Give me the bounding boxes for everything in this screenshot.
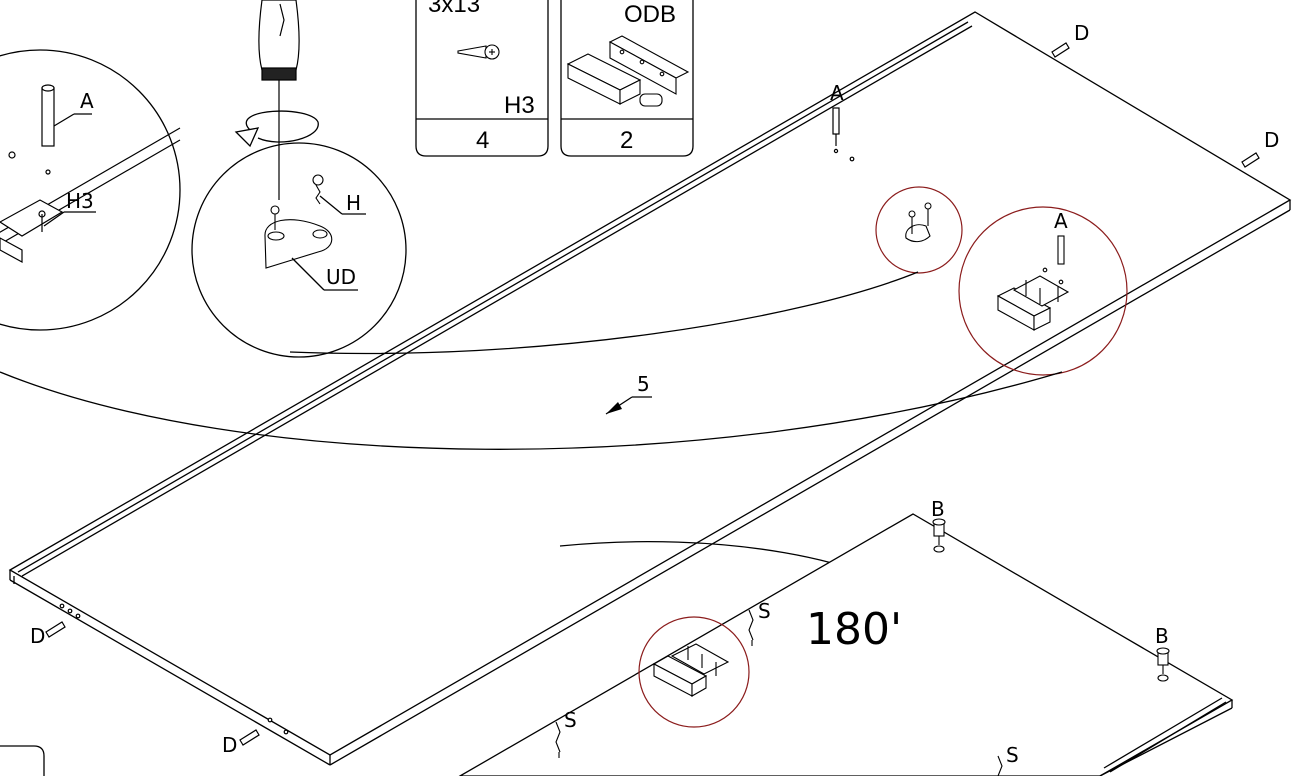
dowel-top-2-label: D xyxy=(1264,128,1279,152)
dowel-left-2: D xyxy=(222,717,289,757)
dowel-left-1: D xyxy=(30,603,81,648)
cam-lock-b-2-label: B xyxy=(1155,624,1169,648)
parts-card-screw-qty: 4 xyxy=(476,127,489,154)
cam-lock-b-1-label: B xyxy=(931,497,945,521)
callout-circle xyxy=(875,186,963,274)
pin-a-top-label: A xyxy=(830,81,844,105)
parts-card-screw: 3x13 H3 4 xyxy=(415,0,549,157)
detail-h-label: H xyxy=(346,191,361,215)
rotation-arrow-icon xyxy=(234,110,319,148)
dowel-top-1: D xyxy=(1051,21,1089,58)
dowel-top-1-label: D xyxy=(1074,21,1089,45)
panel-number-label: 5 xyxy=(637,372,650,396)
panel-number-callout: 5 xyxy=(605,372,652,415)
dowel-left-1-label: D xyxy=(30,624,45,648)
dowel-top-2: D xyxy=(1241,128,1279,168)
detail-left-h3-label: H3 xyxy=(66,189,94,213)
callout-damper-lower xyxy=(638,616,750,728)
damper-icon xyxy=(566,35,690,107)
screw-s-1-label: S xyxy=(758,599,771,623)
screwdriver-icon xyxy=(258,0,300,200)
callout-damper-large: A xyxy=(958,206,1128,376)
screw-s-2: S xyxy=(555,708,577,758)
parts-card-damper-qty: 2 xyxy=(620,127,633,154)
callout-pin-a-label: A xyxy=(1054,209,1068,233)
parts-card-damper-title: ODB xyxy=(624,1,676,28)
screw-s-3: S xyxy=(997,743,1019,776)
callout-circle xyxy=(638,616,750,728)
parts-card-screw-title: 3x13 xyxy=(428,0,480,18)
cam-lock-b-1: B xyxy=(931,497,946,553)
pin-a-top: A xyxy=(830,81,855,162)
screw-s-3-label: S xyxy=(1006,743,1019,767)
dowel-left-2-label: D xyxy=(222,733,237,757)
panel-5 xyxy=(8,11,1292,766)
detail-ud-label: UD xyxy=(326,265,356,289)
callout-circle xyxy=(958,206,1128,376)
parts-card-screw-code: H3 xyxy=(504,92,535,119)
parts-card-damper: ODB 2 xyxy=(560,0,694,157)
rotation-label: 180' xyxy=(806,604,902,655)
detail-circle-left: A H3 xyxy=(0,49,181,331)
partial-card-bottom-left xyxy=(0,745,45,776)
callout-bracket-small xyxy=(875,186,963,274)
detail-left-pin-a-label: A xyxy=(80,89,94,113)
panel-lower xyxy=(458,513,1234,776)
screw-s-2-label: S xyxy=(564,708,577,732)
screw-s-1: S xyxy=(748,599,771,646)
detail-circle-bracket: H UD xyxy=(191,0,407,358)
screw-icon xyxy=(457,44,500,60)
cam-lock-b-2: B xyxy=(1155,624,1170,682)
